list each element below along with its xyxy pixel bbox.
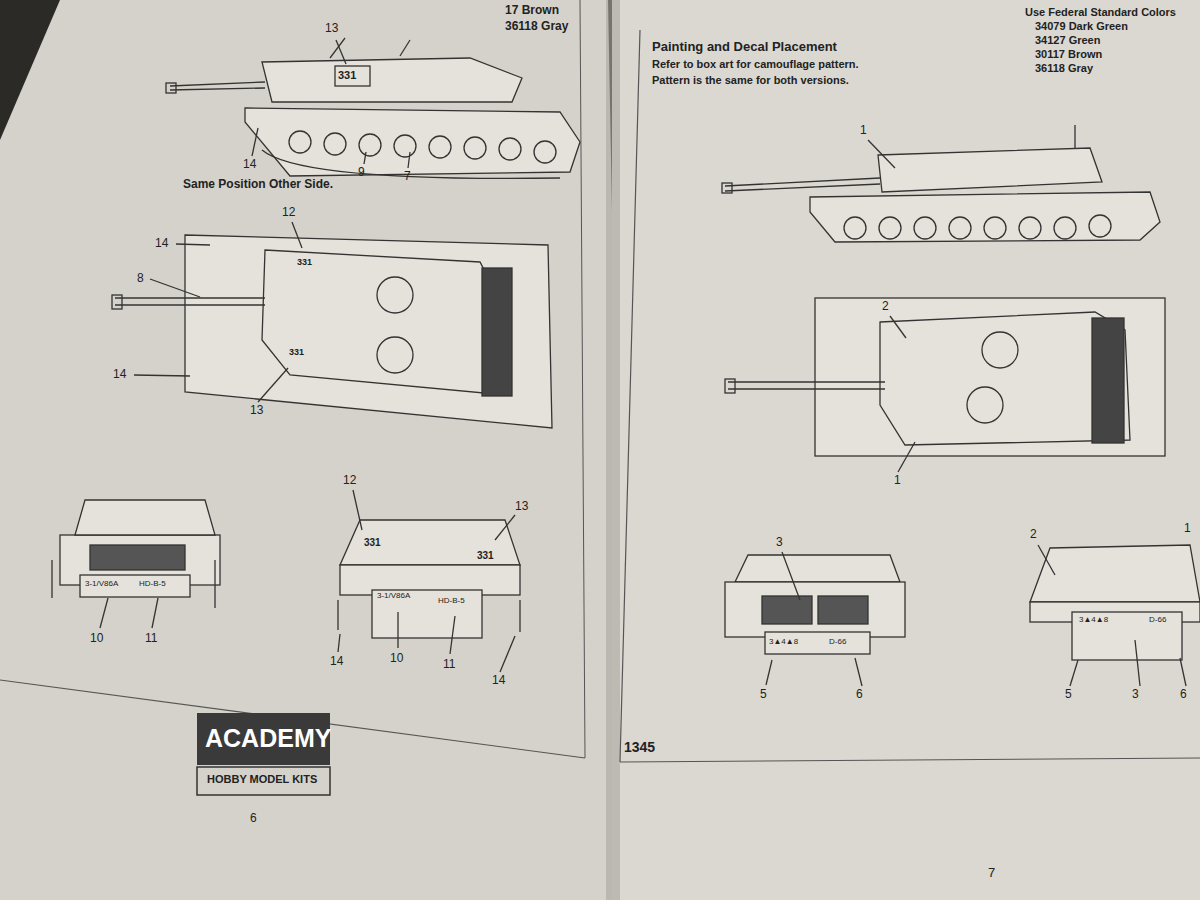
print-label: D-66 [828, 638, 847, 647]
callout-number: 14 [330, 655, 343, 668]
print-label: 331 [363, 537, 382, 548]
callout-number: 14 [155, 237, 168, 250]
print-label: 17 Brown [505, 4, 559, 17]
callout-number: 1 [860, 124, 867, 137]
print-label: 331 [476, 550, 495, 561]
section-title: Painting and Decal Placement [652, 40, 837, 54]
callout-number: 6 [856, 688, 863, 701]
print-label: 331 [337, 69, 357, 81]
print-label: 3▲4▲8 [768, 638, 799, 647]
print-label: D-66 [1148, 616, 1167, 625]
callout-number: 10 [90, 632, 103, 645]
callout-number: 1 [1184, 522, 1191, 535]
print-label: 30117 Brown [1035, 48, 1102, 60]
print-label: ACADEMY [205, 725, 331, 753]
callout-number: 10 [390, 652, 403, 665]
callout-number: 7 [988, 866, 995, 880]
callout-number: 14 [243, 158, 256, 171]
print-label: 3-1/V86A [376, 592, 411, 601]
callout-number: 2 [1030, 528, 1037, 541]
print-label: HD-B-5 [437, 597, 466, 606]
callout-number: 11 [145, 632, 157, 645]
print-label: 3-1/V86A [84, 580, 119, 589]
callout-number: 14 [492, 674, 505, 687]
callout-number: 13 [250, 404, 263, 417]
print-label: Refer to box art for camouflage pattern. [652, 58, 859, 70]
print-label: HOBBY MODEL KITS [207, 773, 317, 785]
print-label: 1345 [624, 740, 655, 755]
callout-number: 13 [325, 22, 338, 35]
callout-number: 5 [1065, 688, 1072, 701]
print-label: Pattern is the same for both versions. [652, 74, 849, 86]
callout-number: 14 [113, 368, 126, 381]
callout-number: 9 [358, 166, 365, 179]
callout-number: 12 [282, 206, 295, 219]
callout-number: 6 [250, 812, 257, 825]
print-label: 36118 Gray [1035, 62, 1093, 74]
callout-number: 11 [443, 658, 455, 671]
callout-number: 5 [760, 688, 767, 701]
print-label: 36118 Gray [505, 20, 568, 33]
callout-number: 13 [515, 500, 528, 513]
print-label: Same Position Other Side. [183, 178, 333, 191]
callout-number: 8 [137, 272, 144, 285]
callout-number: 3 [776, 536, 783, 549]
print-label: Use Federal Standard Colors [1025, 6, 1176, 18]
print-label: HD-B-5 [138, 580, 167, 589]
print-label: 34079 Dark Green [1035, 20, 1128, 32]
print-label: 331 [288, 348, 305, 358]
print-label: 3▲4▲8 [1078, 616, 1109, 625]
print-label: 34127 Green [1035, 34, 1100, 46]
callout-number: 6 [1180, 688, 1187, 701]
callout-number: 1 [894, 474, 901, 487]
callout-number: 12 [343, 474, 356, 487]
print-label: 331 [296, 258, 313, 268]
callout-number: 2 [882, 300, 889, 313]
callout-number: 3 [1132, 688, 1139, 701]
callout-number: 7 [404, 170, 411, 183]
